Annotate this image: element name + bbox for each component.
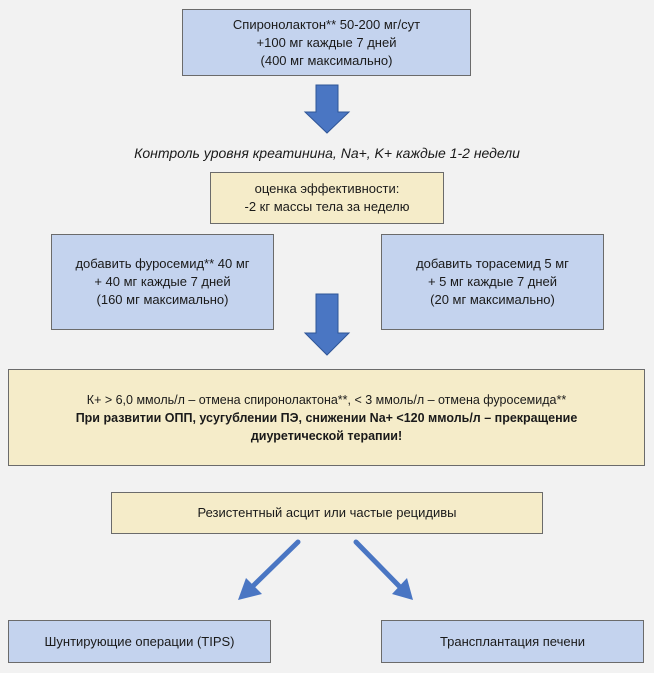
warning-box: К+ > 6,0 ммоль/л – отмена спиронолактона… [8,369,645,466]
furosemide-box: добавить фуросемид** 40 мг + 40 мг кажды… [51,234,274,330]
warning-line-3: диуретической терапии! [250,428,403,443]
spironolactone-box: Спиронолактон** 50-200 мг/сут +100 мг ка… [182,9,471,76]
torasemide-box: добавить торасемид 5 мг + 5 мг каждые 7 … [381,234,604,330]
torasemide-line-2: + 5 мг каждые 7 дней [427,274,558,289]
furosemide-line-2: + 40 мг каждые 7 дней [94,274,231,289]
transplant-label: Трансплантация печени [439,633,586,649]
warning-line-1: К+ > 6,0 ммоль/л – отмена спиронолактона… [86,392,567,407]
resistant-box: Резистентный асцит или частые рецидивы [111,492,543,534]
efficacy-line-2: -2 кг массы тела за неделю [244,199,410,214]
monitoring-note: Контроль уровня креатинина, Na+, K+ кажд… [134,145,520,161]
arrow-down-icon [303,84,351,134]
efficacy-box: оценка эффективности: -2 кг массы тела з… [210,172,444,224]
arrow-diagonal-icon [238,539,301,600]
furosemide-line-3: (160 мг максимально) [96,292,229,307]
resistant-label: Резистентный асцит или частые рецидивы [197,505,457,520]
torasemide-line-3: (20 мг максимально) [430,292,555,307]
tips-label: Шунтирующие операции (TIPS) [44,633,235,649]
torasemide-line-1: добавить торасемид 5 мг [416,256,569,271]
arrow-diagonal-icon [353,539,413,600]
spironolactone-line-2: +100 мг каждые 7 дней [256,34,397,50]
arrow-down-icon [303,293,351,356]
spironolactone-line-1: Спиронолактон** 50-200 мг/сут [232,16,421,32]
efficacy-line-1: оценка эффективности: [254,181,400,196]
transplant-box: Трансплантация печени [381,620,644,663]
tips-box: Шунтирующие операции (TIPS) [8,620,271,663]
warning-line-2: При развитии ОПП, усугублении ПЭ, снижен… [75,410,578,425]
spironolactone-line-3: (400 мг максимально) [260,52,393,68]
furosemide-line-1: добавить фуросемид** 40 мг [75,256,250,271]
